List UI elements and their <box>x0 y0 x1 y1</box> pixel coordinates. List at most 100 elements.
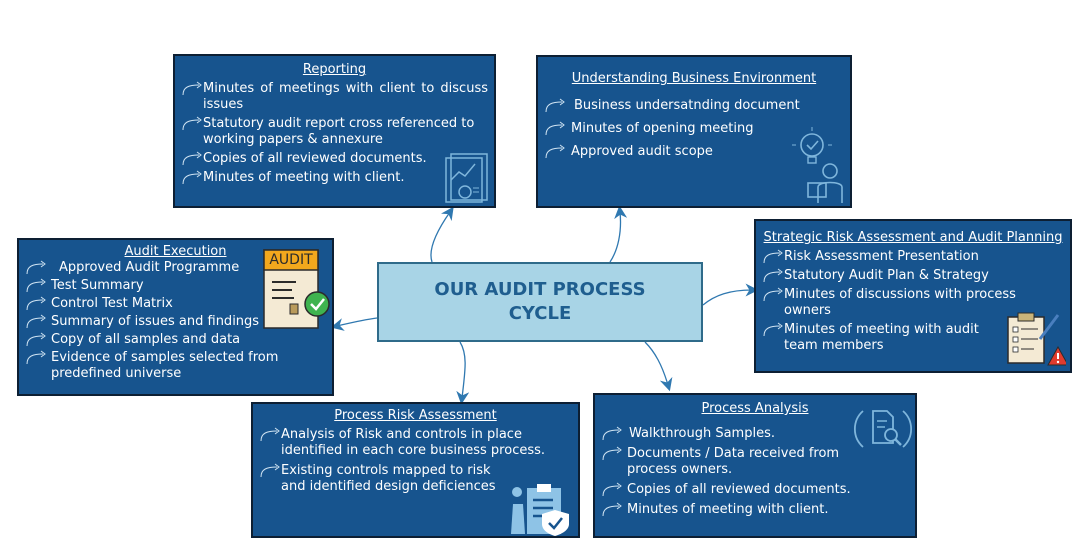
risk-list: Analysis of Risk and controls in place i… <box>253 427 578 495</box>
execution-item-5: Copy of all samples and data <box>51 332 241 347</box>
curved-arrow-icon <box>545 121 565 136</box>
idea-person-icon <box>792 127 843 203</box>
analysis-list: Walkthrough Samples. Documents / Data re… <box>595 426 915 518</box>
curved-arrow-icon <box>545 144 565 159</box>
understanding-box: Understanding Business Environment Busin… <box>536 55 852 208</box>
list-item: Copy of all samples and data <box>19 332 332 348</box>
risk-title: Process Risk Assessment <box>334 408 497 423</box>
curved-arrow-icon <box>602 426 622 441</box>
list-item: Minutes of meeting with client. <box>175 170 494 186</box>
curved-arrow-icon <box>545 98 565 113</box>
curved-arrow-icon <box>763 249 783 264</box>
list-item: Approved audit scope <box>538 144 850 160</box>
execution-item-4: Summary of issues and findings <box>51 314 260 329</box>
list-item: Statutory Audit Plan & Strategy <box>756 268 1070 284</box>
curved-arrow-icon <box>26 332 46 347</box>
curved-arrow-icon <box>182 81 202 96</box>
risk-item-2: Existing controls mapped to risk and ide… <box>281 463 496 494</box>
strategic-item-3: Minutes of discussions with process owne… <box>784 287 1016 318</box>
list-item: Business undersatnding document <box>538 98 850 114</box>
list-item: Control Test Matrix <box>19 296 332 312</box>
list-item: Minutes of opening meeting <box>538 121 850 137</box>
checklist-warning-icon <box>1007 312 1066 366</box>
list-item: Copies of all reviewed documents. <box>175 151 494 167</box>
curved-arrow-icon <box>26 296 46 311</box>
analysis-item-2: Documents / Data received from process o… <box>627 446 840 477</box>
audit-badge-label: AUDIT <box>269 252 313 268</box>
list-item: Approved Audit Programme <box>19 260 332 276</box>
list-item: Copies of all reviewed documents. <box>595 482 915 498</box>
reporting-item-3: Copies of all reviewed documents. <box>203 151 427 166</box>
curved-arrow-icon <box>26 314 46 329</box>
execution-list: Approved Audit Programme Test Summary Co… <box>19 260 332 382</box>
curved-arrow-icon <box>763 287 783 302</box>
execution-item-3: Control Test Matrix <box>51 296 173 311</box>
strategic-item-1: Risk Assessment Presentation <box>784 249 979 264</box>
list-item: Existing controls mapped to risk and ide… <box>253 463 578 495</box>
curved-arrow-icon <box>763 268 783 283</box>
understanding-list: Business undersatnding document Minutes … <box>538 98 850 160</box>
report-chart-icon <box>445 153 488 203</box>
execution-item-1: Approved Audit Programme <box>59 260 240 275</box>
strategic-item-4: Minutes of meeting with audit team membe… <box>784 322 979 353</box>
connector-to-analysis <box>644 341 673 392</box>
curved-arrow-icon <box>260 463 280 478</box>
clipboard-shield-icon <box>511 484 569 536</box>
curved-arrow-icon <box>763 322 783 337</box>
risk-box: Process Risk Assessment Analysis of Risk… <box>251 402 580 538</box>
execution-item-6: Evidence of samples selected from predef… <box>51 350 279 381</box>
connector-to-risk <box>456 341 470 405</box>
list-item: Statutory audit report cross referenced … <box>175 116 494 148</box>
reporting-item-1: Minutes of meetings with client to discu… <box>203 81 488 112</box>
reporting-item-4: Minutes of meeting with client. <box>203 170 405 185</box>
curved-arrow-icon <box>260 427 280 442</box>
understanding-title: Understanding Business Environment <box>571 71 817 86</box>
list-item: Risk Assessment Presentation <box>756 249 1070 265</box>
list-item: Walkthrough Samples. <box>595 426 915 442</box>
list-item: Documents / Data received from process o… <box>595 446 915 478</box>
list-item: Minutes of meeting with client. <box>595 502 915 518</box>
connector-to-execution <box>330 317 378 331</box>
curved-arrow-icon <box>26 350 46 365</box>
execution-item-2: Test Summary <box>51 278 144 293</box>
execution-box: Audit Execution Approved Audit Programme… <box>17 238 334 396</box>
list-item: Test Summary <box>19 278 332 294</box>
center-title-box: OUR AUDIT PROCESS CYCLE <box>377 262 703 342</box>
connector-to-reporting <box>430 206 454 263</box>
document-search-icon <box>853 410 913 448</box>
understanding-item-1: Business undersatnding document <box>574 98 800 113</box>
connector-to-strategic <box>702 283 759 306</box>
curved-arrow-icon <box>182 170 202 185</box>
curved-arrow-icon <box>182 151 202 166</box>
curved-arrow-icon <box>182 116 202 131</box>
execution-title: Audit Execution <box>124 244 227 259</box>
analysis-item-4: Minutes of meeting with client. <box>627 502 829 517</box>
list-item: Minutes of meeting with audit team membe… <box>756 322 1070 354</box>
strategic-item-2: Statutory Audit Plan & Strategy <box>784 268 989 283</box>
analysis-item-1: Walkthrough Samples. <box>629 426 775 441</box>
list-item: Analysis of Risk and controls in place i… <box>253 427 578 459</box>
risk-item-1: Analysis of Risk and controls in place i… <box>281 427 546 458</box>
curved-arrow-icon <box>26 260 46 275</box>
curved-arrow-icon <box>602 446 622 461</box>
understanding-item-2: Minutes of opening meeting <box>571 121 754 136</box>
reporting-box: Reporting Minutes of meetings with clien… <box>173 54 496 208</box>
understanding-item-3: Approved audit scope <box>571 144 713 159</box>
list-item: Minutes of meetings with client to discu… <box>175 81 494 113</box>
curved-arrow-icon <box>602 482 622 497</box>
analysis-item-3: Copies of all reviewed documents. <box>627 482 851 497</box>
connector-to-understanding <box>609 205 628 263</box>
strategic-list: Risk Assessment Presentation Statutory A… <box>756 249 1070 354</box>
analysis-box: Process Analysis Walkthrough Samples. Do… <box>593 393 917 538</box>
reporting-title: Reporting <box>302 62 367 77</box>
curved-arrow-icon <box>26 278 46 293</box>
list-item: Minutes of discussions with process owne… <box>756 287 1070 319</box>
analysis-title: Process Analysis <box>701 401 809 416</box>
reporting-list: Minutes of meetings with client to discu… <box>175 81 494 186</box>
curved-arrow-icon <box>602 502 622 517</box>
list-item: Evidence of samples selected from predef… <box>19 350 332 382</box>
center-title: OUR AUDIT PROCESS CYCLE <box>434 279 646 324</box>
strategic-title: Strategic Risk Assessment and Audit Plan… <box>763 230 1063 245</box>
reporting-item-2: Statutory audit report cross referenced … <box>203 116 475 147</box>
